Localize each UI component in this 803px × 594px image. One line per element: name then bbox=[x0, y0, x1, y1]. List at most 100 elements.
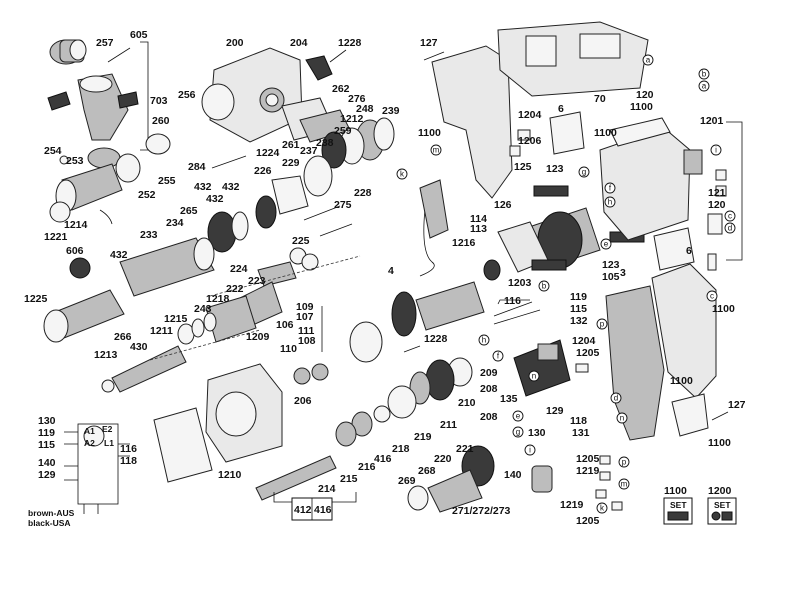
part-label-1201: 1201 bbox=[700, 115, 724, 127]
part-label-1203: 1203 bbox=[508, 277, 532, 289]
callout-p-1: p bbox=[600, 320, 605, 329]
screw-1228b bbox=[403, 345, 421, 353]
callout-d-2: d bbox=[614, 394, 618, 403]
part-label-206: 206 bbox=[294, 395, 312, 407]
ring-243 bbox=[191, 318, 205, 338]
part-1206 bbox=[509, 145, 521, 157]
part-label-223: 223 bbox=[248, 275, 266, 287]
ring-238 bbox=[303, 155, 333, 197]
spring-215 bbox=[335, 421, 357, 447]
wire-115 bbox=[493, 309, 541, 325]
callout-p-2: p bbox=[622, 458, 627, 467]
part-label-215: 215 bbox=[340, 473, 358, 485]
part-label-216: 216 bbox=[358, 461, 376, 473]
part-label-1209: 1209 bbox=[246, 331, 270, 343]
part-label-1205-mid: 1205 bbox=[576, 347, 600, 359]
part-label-135: 135 bbox=[500, 393, 518, 405]
connector-120 bbox=[683, 149, 703, 175]
callout-m-2: m bbox=[621, 480, 628, 489]
part-label-606: 606 bbox=[66, 245, 84, 257]
part-label-119-mid: 119 bbox=[570, 291, 587, 303]
part-121a bbox=[715, 169, 727, 181]
part-label-130-left: 130 bbox=[38, 415, 56, 427]
part-label-131: 131 bbox=[572, 427, 590, 439]
callout-circle-b1 bbox=[698, 68, 710, 80]
part-label-237: 237 bbox=[300, 145, 318, 157]
pin-line bbox=[107, 47, 131, 63]
part-label-129-left: 129 bbox=[38, 469, 56, 481]
callout-g-2: g bbox=[516, 428, 520, 437]
fan-108 bbox=[349, 321, 383, 363]
part-label-1213: 1213 bbox=[94, 349, 118, 361]
brush-123b bbox=[531, 259, 567, 271]
part-label-243: 243 bbox=[194, 303, 212, 315]
part-label-214: 214 bbox=[318, 483, 336, 495]
part-label-228: 228 bbox=[354, 187, 372, 199]
part-label-255: 255 bbox=[158, 175, 176, 187]
part-label-3: 3 bbox=[620, 267, 626, 279]
box-label-412: 412 bbox=[294, 504, 312, 516]
part-label-132: 132 bbox=[570, 315, 588, 327]
part-label-114: 114 bbox=[470, 213, 487, 225]
part-label-1205-right: 1205 bbox=[576, 453, 600, 465]
part-label-1228-top: 1228 bbox=[338, 37, 362, 49]
clutch-218 bbox=[387, 385, 417, 419]
part-label-1206: 1206 bbox=[518, 135, 542, 147]
connector-120b bbox=[707, 213, 723, 235]
part-label-1214: 1214 bbox=[64, 219, 88, 231]
callout-h-2: h bbox=[482, 336, 486, 345]
part-label-268: 268 bbox=[418, 465, 436, 477]
cable-4 bbox=[419, 185, 435, 277]
screw-284 bbox=[211, 155, 247, 169]
wiring-l1: L1 bbox=[104, 438, 114, 448]
callout-circle-k2 bbox=[596, 502, 608, 514]
part-label-432-b: 432 bbox=[222, 181, 240, 193]
part-label-4: 4 bbox=[388, 265, 394, 277]
callout-b-1: b bbox=[702, 70, 707, 79]
cable-sleeve-1216 bbox=[419, 179, 449, 239]
part-label-430: 430 bbox=[130, 341, 148, 353]
callout-circle-p2 bbox=[618, 456, 630, 468]
callout-circle-i1 bbox=[710, 144, 722, 156]
callout-circle-c2 bbox=[706, 290, 718, 302]
part-label-1211: 1211 bbox=[150, 325, 173, 337]
part-label-113: 113 bbox=[470, 223, 487, 235]
part-number-labels: 257 605 703 200 204 1228 127 70 256 262 … bbox=[24, 29, 746, 527]
part-label-220: 220 bbox=[434, 453, 452, 465]
part-label-110: 110 bbox=[280, 343, 297, 355]
callout-circle-d2 bbox=[610, 392, 622, 404]
part-label-115-left: 115 bbox=[38, 439, 55, 451]
callout-circle-h2 bbox=[478, 334, 490, 346]
wiring-a1: A1 bbox=[84, 426, 95, 436]
part-label-254: 254 bbox=[44, 145, 62, 157]
callout-circle-m1 bbox=[430, 144, 442, 156]
gear-237 bbox=[321, 131, 347, 169]
gear-220 bbox=[427, 469, 483, 513]
shaft-214 bbox=[255, 455, 337, 501]
part-label-271-272-273: 271/272/273 bbox=[452, 505, 511, 517]
chuck-part bbox=[49, 39, 87, 65]
callout-f-2: f bbox=[497, 352, 500, 361]
callout-a-1: a bbox=[646, 56, 651, 65]
ring-239 bbox=[373, 117, 395, 151]
part-label-226: 226 bbox=[254, 165, 272, 177]
callout-i-1: i bbox=[715, 146, 717, 155]
part-label-1228-mid: 1228 bbox=[424, 333, 448, 345]
callout-e-2: e bbox=[516, 412, 521, 421]
part-label-210: 210 bbox=[458, 397, 476, 409]
set-number-1100: 1100 bbox=[664, 485, 687, 497]
part-label-234: 234 bbox=[166, 217, 184, 229]
part-label-416: 416 bbox=[374, 453, 392, 465]
part-label-108: 108 bbox=[298, 335, 316, 347]
side-handle-part bbox=[47, 73, 139, 141]
part-label-126: 126 bbox=[494, 199, 512, 211]
callout-circle-i2 bbox=[524, 444, 536, 456]
part-label-248: 248 bbox=[356, 103, 374, 115]
callout-g-1: g bbox=[582, 168, 586, 177]
part-label-275: 275 bbox=[334, 199, 352, 211]
part-label-1210: 1210 bbox=[218, 469, 242, 481]
part-label-1204-top: 1204 bbox=[518, 109, 542, 121]
clip-204 bbox=[305, 55, 333, 81]
wiring-letters: A1 A2 E2 L1 bbox=[84, 424, 114, 448]
switch-c bbox=[707, 253, 717, 271]
